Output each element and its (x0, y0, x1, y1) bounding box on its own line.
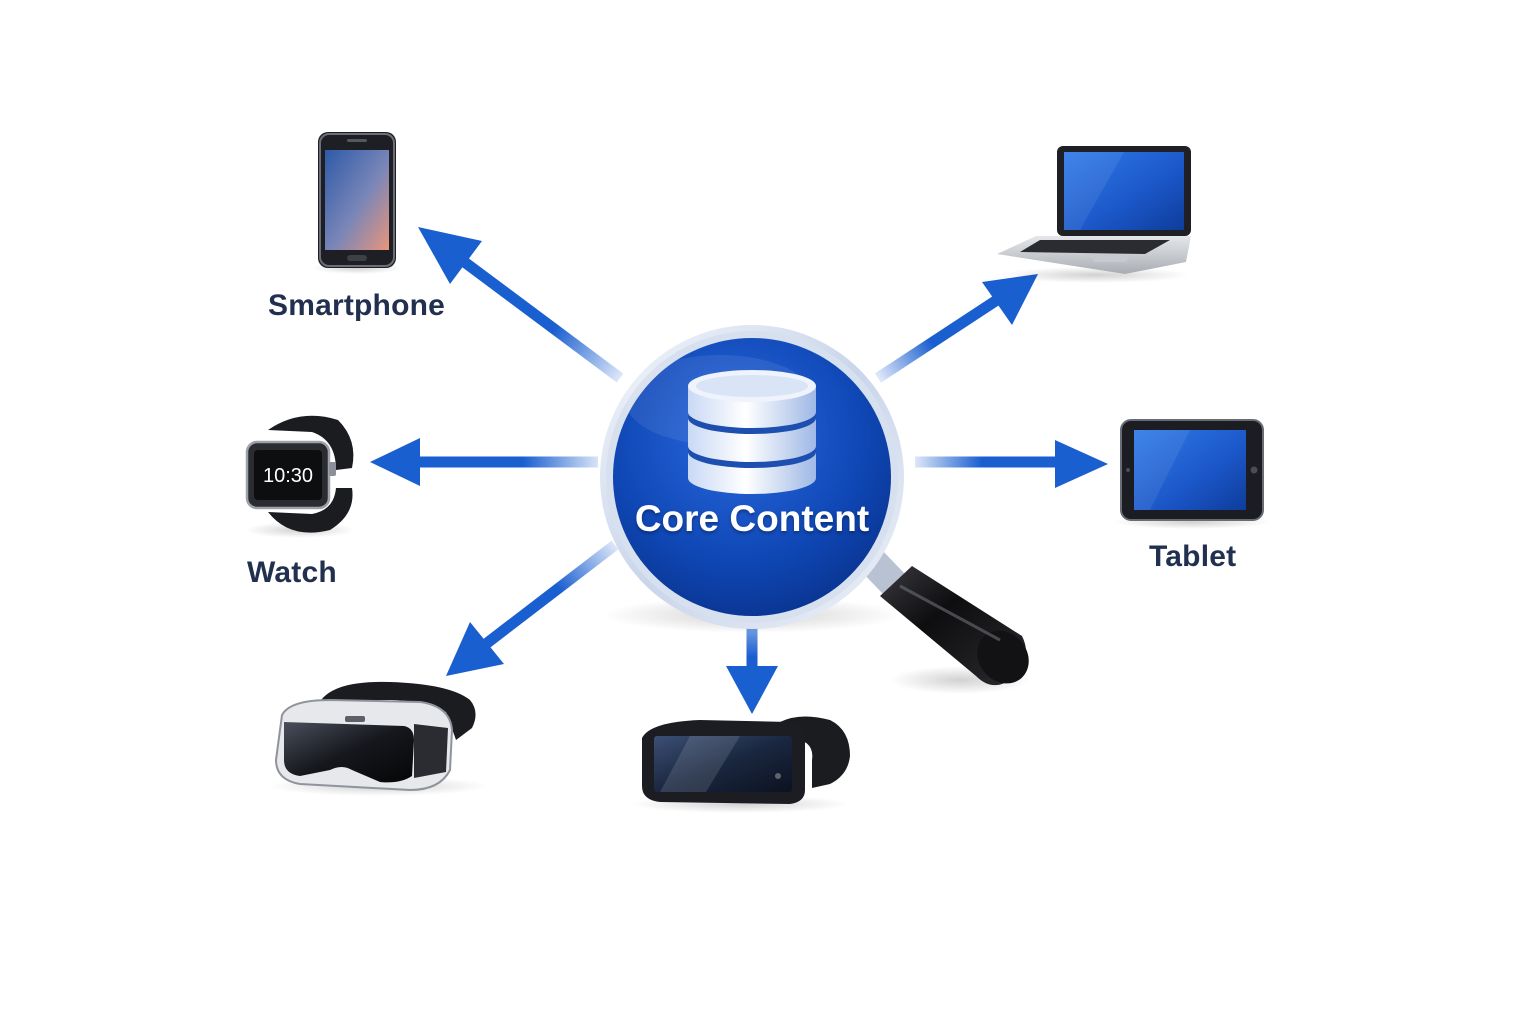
laptop-icon (997, 146, 1191, 283)
smartphone-label: Smartphone (268, 289, 446, 322)
arrow-to-laptop (874, 274, 1038, 383)
database-icon (688, 370, 816, 494)
vr-headset-icon (268, 681, 488, 796)
tablet-icon (1112, 419, 1272, 529)
arrow-to-vr-headset (446, 540, 619, 676)
arrow-to-smart-glasses (726, 622, 778, 714)
magnifier-handle (858, 548, 1030, 694)
smartwatch-icon (245, 415, 355, 538)
core-content-title: Core Content (634, 498, 870, 539)
smart-glasses-icon (630, 716, 850, 813)
arrow-to-watch (370, 438, 598, 486)
smartphone-icon (312, 132, 402, 274)
watch-label: Watch (247, 556, 337, 589)
watch-time-text: 10:30 (263, 465, 313, 487)
tablet-label: Tablet (1149, 540, 1237, 573)
arrow-to-tablet (915, 440, 1108, 488)
arrow-to-smartphone (418, 227, 624, 383)
